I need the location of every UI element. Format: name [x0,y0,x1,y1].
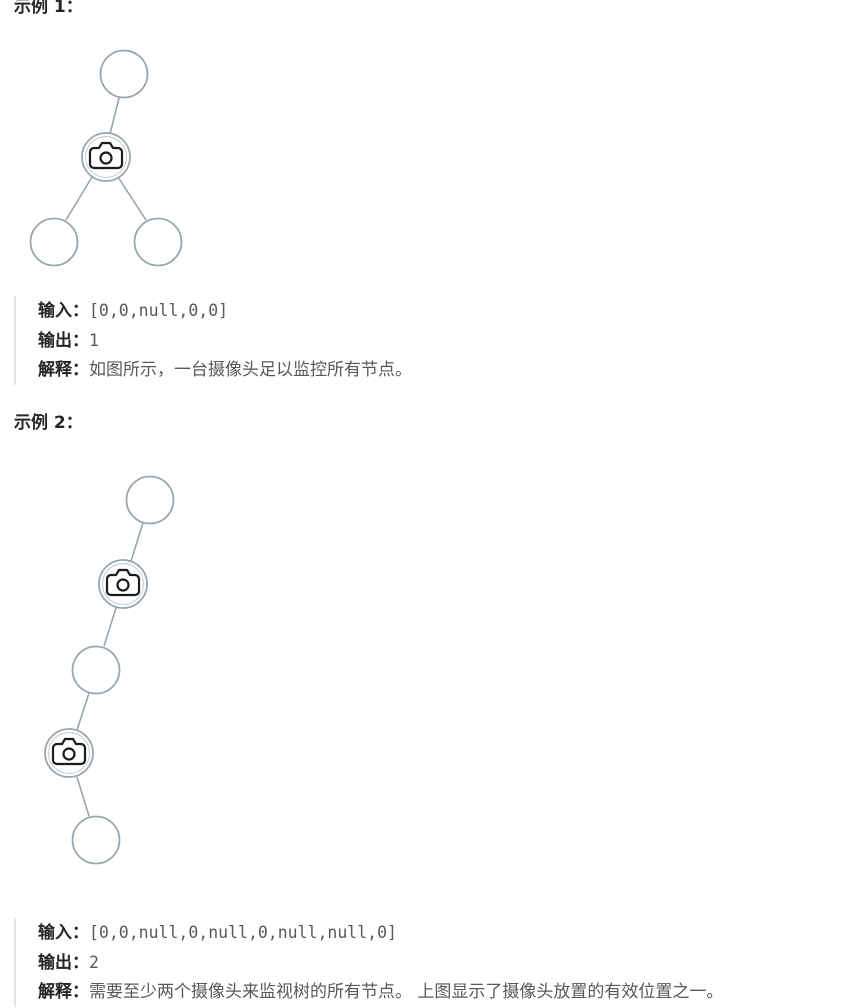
input-value: [0,0,null,0,null,0,null,null,0] [89,923,397,942]
input-value: [0,0,null,0,0] [89,301,229,320]
example-1-block: 输入：[0,0,null,0,0] 输出：1 解释：如图所示，一台摄像头足以监控… [14,296,412,385]
input-label: 输入： [38,301,89,321]
tree-edge [117,176,147,221]
output-label: 输出： [38,331,89,351]
explain-text: 如图所示，一台摄像头足以监控所有节点。 [89,360,412,380]
camera-node [81,132,131,182]
explain-row: 解释：需要至少两个摄像头来监视树的所有节点。 上图显示了摄像头放置的有效位置之一… [38,978,723,1007]
camera-icon [51,737,87,766]
explain-text: 需要至少两个摄像头来监视树的所有节点。 上图显示了摄像头放置的有效位置之一。 [89,982,724,1002]
tree-edge [130,522,144,562]
tree-edge [103,607,117,647]
explain-label: 解释： [38,360,89,380]
input-row: 输入：[0,0,null,0,null,0,null,null,0] [38,918,723,948]
camera-node [98,559,148,609]
example-2-block: 输入：[0,0,null,0,null,0,null,null,0] 输出：2 … [14,918,723,1007]
example-1-tree-diagram [29,49,183,267]
tree-node [71,815,121,865]
example-2-tree-diagram [44,475,175,865]
explain-label: 解释： [38,982,89,1002]
explain-row: 解释：如图所示，一台摄像头足以监控所有节点。 [38,356,412,385]
output-value: 2 [89,953,99,972]
tree-node [133,217,183,267]
tree-node [29,217,79,267]
camera-icon [88,141,124,170]
output-row: 输出：1 [38,326,412,356]
output-value: 1 [89,331,99,350]
tree-edge [76,776,90,817]
camera-node [44,728,94,778]
output-label: 输出： [38,953,89,973]
input-label: 输入： [38,923,89,943]
output-row: 输出：2 [38,948,723,978]
tree-node [71,645,121,695]
input-row: 输入：[0,0,null,0,0] [38,296,412,326]
example-2-title: 示例 2： [14,413,83,433]
tree-edge [65,176,93,221]
tree-node [125,475,175,525]
tree-node [99,49,149,99]
camera-icon [105,568,141,597]
tree-edge [76,692,90,731]
example-1-title: 示例 1： [14,0,83,17]
tree-edge [109,97,120,135]
